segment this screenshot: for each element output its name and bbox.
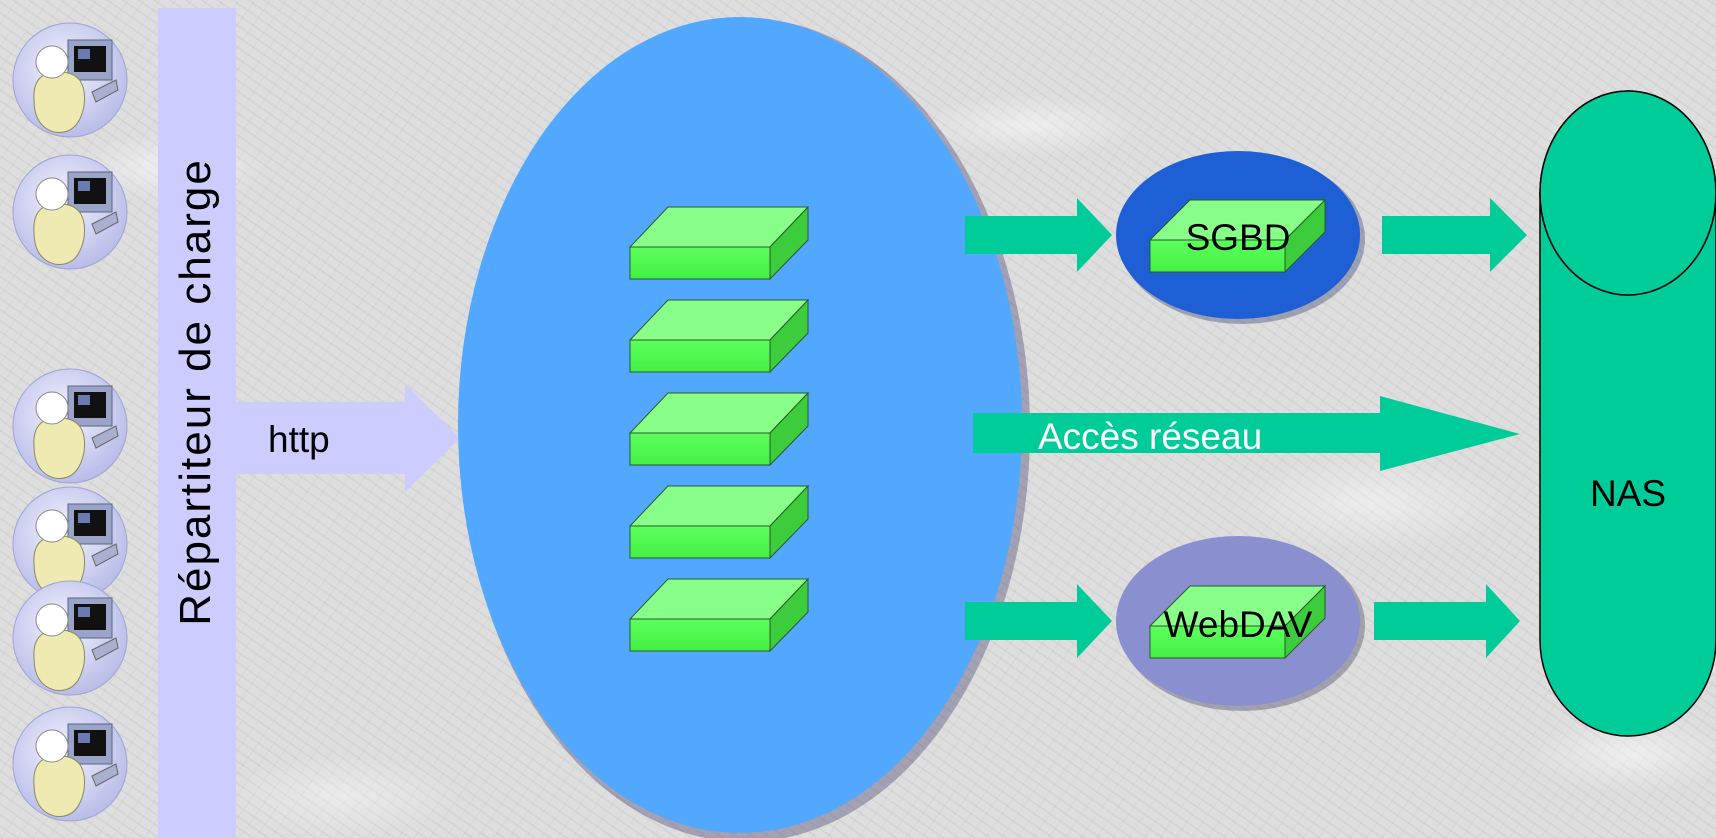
user-computer-icon: [12, 368, 128, 484]
sgbd-label: SGBD: [1186, 217, 1291, 258]
network-access-label: Accès réseau: [1038, 416, 1262, 457]
arrow-webdav-to-nas: [1374, 584, 1520, 658]
app-module-2: [628, 298, 810, 374]
load-balancer-bar: [158, 8, 236, 838]
client-2: [12, 154, 128, 270]
http-arrow: [236, 384, 460, 492]
user-computer-icon: [12, 580, 128, 696]
arrow-to-webdav: [965, 584, 1112, 658]
load-balancer-label: Répartiteur de charge: [171, 158, 220, 626]
user-computer-icon: [12, 486, 128, 602]
http-label: http: [268, 419, 330, 460]
sgbd-module: [1148, 198, 1327, 274]
app-modules: [628, 205, 810, 653]
nas-label: NAS: [1590, 473, 1666, 514]
webdav-label: WebDAV: [1164, 604, 1313, 645]
nas-cylinder: [1539, 90, 1716, 737]
client-5: [12, 580, 128, 696]
network-access-arrow: [973, 396, 1520, 471]
client-1: [12, 22, 128, 138]
client-3: [12, 368, 128, 484]
arrow-sgbd-to-nas: [1382, 198, 1527, 272]
user-computer-icon: [12, 154, 128, 270]
app-module-5: [628, 577, 810, 653]
webdav-module: [1148, 584, 1327, 660]
client-6: [12, 706, 128, 822]
arrow-to-sgbd: [965, 198, 1112, 272]
app-module-3: [628, 391, 810, 467]
app-module-4: [628, 484, 810, 560]
client-4: [12, 486, 128, 602]
user-computer-icon: [12, 706, 128, 822]
app-module-1: [628, 205, 810, 281]
user-computer-icon: [12, 22, 128, 138]
clients-group: [12, 22, 128, 822]
